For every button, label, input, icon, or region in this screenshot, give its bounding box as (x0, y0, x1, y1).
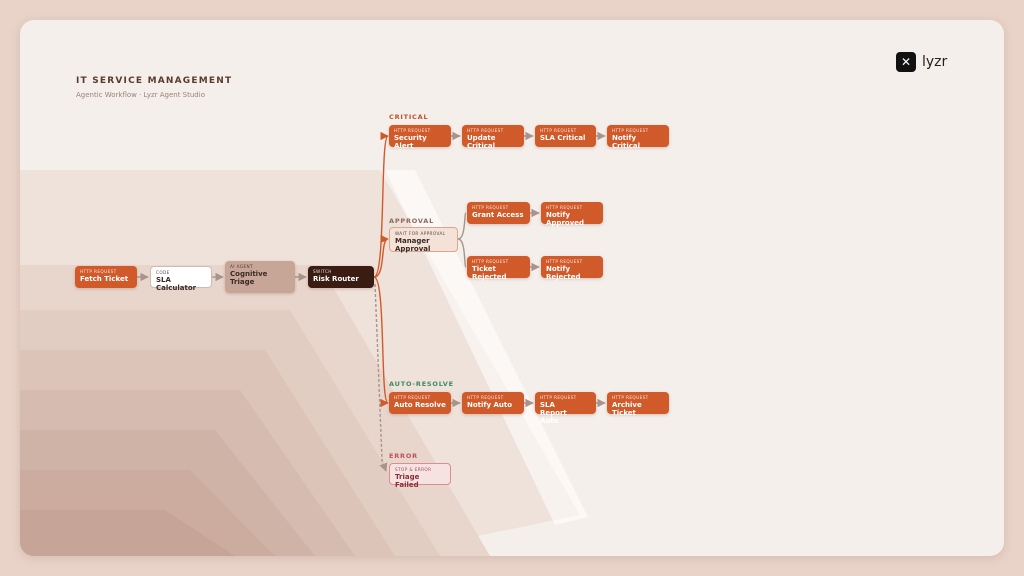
node-name: Risk Router (313, 275, 359, 283)
node-name: SLA Calculator (156, 276, 197, 292)
node-type-label: HTTP REQUEST (612, 395, 649, 400)
node-type-label: HTTP REQUEST (394, 395, 431, 400)
node-name: Cognitive Triage (230, 270, 268, 286)
workflow-canvas: IT SERVICE MANAGEMENT Agentic Workflow ·… (20, 20, 1004, 556)
brand-name: lyzr (922, 54, 948, 70)
node-type-label: HTTP REQUEST (546, 259, 583, 264)
node-update-critical[interactable]: HTTP REQUEST Update Critical (462, 125, 524, 150)
page-subtitle: Agentic Workflow · Lyzr Agent Studio (76, 91, 205, 99)
node-type-label: HTTP REQUEST (546, 205, 583, 210)
node-name: Fetch Ticket (80, 275, 129, 283)
node-type-label: HTTP REQUEST (472, 205, 509, 210)
node-name: Auto Resolve (394, 401, 446, 409)
node-auto-resolve[interactable]: HTTP REQUEST Auto Resolve (389, 392, 451, 414)
section-label-auto-resolve: AUTO-RESOLVE (389, 380, 454, 388)
node-type-label: HTTP REQUEST (394, 128, 431, 133)
page-title: IT SERVICE MANAGEMENT (76, 76, 233, 86)
node-grant-access[interactable]: HTTP REQUEST Grant Access (467, 202, 530, 224)
node-fetch-ticket[interactable]: HTTP REQUEST Fetch Ticket (75, 266, 137, 288)
node-type-label: AI AGENT (230, 264, 254, 269)
node-manager-approval[interactable]: WAIT FOR APPROVAL Manager Approval (389, 227, 458, 253)
node-risk-router[interactable]: SWITCH Risk Router (308, 266, 374, 288)
node-notify-critical[interactable]: HTTP REQUEST Notify Critical (607, 125, 669, 150)
node-notify-approved[interactable]: HTTP REQUEST Notify Approved (541, 202, 603, 227)
section-label-error: ERROR (389, 452, 418, 460)
node-name: Manager Approval (395, 237, 431, 253)
node-sla-critical[interactable]: HTTP REQUEST SLA Critical (535, 125, 596, 147)
node-type-label: CODE (156, 270, 170, 275)
node-archive-ticket[interactable]: HTTP REQUEST Archive Ticket (607, 392, 669, 417)
node-name: Notify Auto (467, 401, 513, 409)
node-name: Notify Critical (612, 134, 641, 150)
node-name: Ticket Rejected (472, 265, 507, 281)
node-sla-calculator[interactable]: CODE SLA Calculator (150, 266, 212, 292)
node-type-label: HTTP REQUEST (540, 395, 577, 400)
lyzr-logo-icon: ✕ (896, 52, 916, 72)
node-name: Archive Ticket (612, 401, 642, 417)
node-name: SLA Report Auto (540, 401, 567, 425)
node-type-label: HTTP REQUEST (540, 128, 577, 133)
node-notify-rejected[interactable]: HTTP REQUEST Notify Rejected (541, 256, 603, 281)
node-name: Security Alert (394, 134, 427, 150)
node-cognitive-triage[interactable]: AI AGENT Cognitive Triage (225, 261, 295, 293)
node-name: Notify Approved (546, 211, 585, 227)
node-ticket-rejected[interactable]: HTTP REQUEST Ticket Rejected (467, 256, 530, 281)
section-label-critical: CRITICAL (389, 113, 429, 121)
node-type-label: HTTP REQUEST (80, 269, 117, 274)
node-security-alert[interactable]: HTTP REQUEST Security Alert (389, 125, 451, 150)
brand-logo: ✕ lyzr (896, 52, 947, 72)
node-name: Update Critical (467, 134, 496, 150)
node-type-label: HTTP REQUEST (467, 128, 504, 133)
background-chevrons (20, 170, 588, 556)
node-type-label: HTTP REQUEST (472, 259, 509, 264)
node-type-label: HTTP REQUEST (612, 128, 649, 133)
node-sla-report-auto[interactable]: HTTP REQUEST SLA Report Auto (535, 392, 596, 425)
node-name: Notify Rejected (546, 265, 581, 281)
node-type-label: HTTP REQUEST (467, 395, 504, 400)
node-name: SLA Critical (540, 134, 586, 142)
node-type-label: SWITCH (313, 269, 332, 274)
section-label-approval: APPROVAL (389, 217, 435, 225)
node-notify-auto[interactable]: HTTP REQUEST Notify Auto (462, 392, 524, 414)
node-type-label: STOP & ERROR (395, 467, 432, 472)
node-type-label: WAIT FOR APPROVAL (395, 231, 446, 236)
node-triage-failed[interactable]: STOP & ERROR Triage Failed (389, 463, 451, 489)
node-name: Grant Access (472, 211, 524, 219)
node-name: Triage Failed (395, 473, 420, 489)
